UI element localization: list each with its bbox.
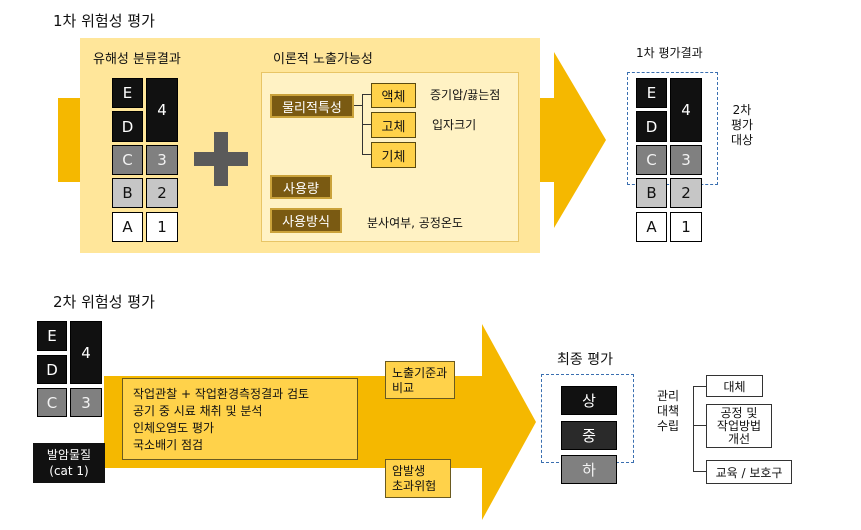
second-letter-e: E [37,321,67,351]
measure-substitution: 대체 [706,375,763,397]
compare-line: 노출기준과 [392,366,448,380]
liquid-note: 증기압/끓는점 [430,88,501,102]
hazard-letter-e: E [112,78,143,108]
risk-line: 암발생 [392,464,426,478]
activity-item: 작업관찰 + 작업환경측정결과 검토 [133,387,310,401]
result-number-3: 3 [670,145,702,175]
section2-title: 2차 위험성 평가 [53,293,155,311]
hazard-number-2: 2 [146,178,178,208]
hazard-number-1: 1 [146,212,178,242]
management-label: 관리 대책 수립 [652,389,684,434]
activities-box: 작업관찰 + 작업환경측정결과 검토 공기 중 시료 채취 및 분석 인체오염도… [122,378,358,460]
theoretical-exposure-label: 이론적 노출가능성 [273,52,373,67]
connector [362,154,371,155]
state-liquid: 액체 [371,83,416,108]
measure-process-improvement: 공정 및 작업방법 개선 [706,404,772,448]
activity-item: 인체오염도 평가 [133,421,215,435]
level-high: 상 [561,386,617,415]
result-letter-c: C [636,145,667,175]
final-title: 최종 평가 [557,352,613,368]
connector [693,386,706,387]
section1-title: 1차 위험성 평가 [53,12,155,30]
result-letter-d: D [636,111,667,142]
result-number-4: 4 [670,78,702,142]
connector [362,94,371,95]
hazard-letter-d: D [112,111,143,142]
usage-amount-box: 사용량 [270,175,332,199]
level-low: 하 [561,455,617,484]
carcinogen-line: (cat 1) [49,464,89,478]
level-medium: 중 [561,421,617,450]
measure-education-ppe: 교육 / 보호구 [706,460,792,484]
method-note: 분사여부, 공정온도 [367,216,463,230]
connector [693,386,694,471]
first-result-title: 1차 평가결과 [636,46,703,60]
carcinogen-line: 발암물질 [46,448,92,462]
hazard-number-4: 4 [146,78,178,142]
mgmt-line: 대책 [656,404,680,418]
state-gas: 기체 [371,142,416,168]
second-letter-c: C [37,388,67,417]
plus-icon [194,132,248,186]
activity-item: 공기 중 시료 채취 및 분석 [133,404,263,418]
mgmt-line: 관리 [656,389,680,403]
note-line: 2차 [732,103,752,117]
second-letter-d: D [37,355,67,384]
second-number-4: 4 [70,321,102,384]
solid-note: 입자크기 [432,118,477,132]
hazard-letter-c: C [112,145,143,175]
carcinogen-box: 발암물질 (cat 1) [33,443,105,483]
state-solid: 고체 [371,112,416,138]
connector [354,105,362,106]
risk-line: 초과위험 [392,479,437,493]
hazard-classification-label: 유해성 분류결과 [93,52,181,67]
result-letter-b: B [636,178,667,208]
activity-item: 국소배기 점검 [133,438,204,452]
hazard-letter-a: A [112,212,143,242]
connector [693,425,706,426]
compare-line: 비교 [392,381,415,395]
connector [362,124,371,125]
result-letter-a: A [636,212,667,242]
connector [693,471,706,472]
note-line: 평가 [730,118,754,132]
hazard-number-3: 3 [146,145,178,175]
mgmt-line: 수립 [656,419,680,433]
second-target-note: 2차 평가 대상 [724,103,760,148]
exposure-compare-box: 노출기준과 비교 [385,361,455,399]
result-letter-e: E [636,78,667,108]
cancer-risk-box: 암발생 초과위험 [385,459,451,498]
hazard-letter-b: B [112,178,143,208]
result-number-1: 1 [670,212,702,242]
note-line: 대상 [730,133,754,147]
result-number-2: 2 [670,178,702,208]
usage-method-box: 사용방식 [270,208,342,233]
second-number-3: 3 [70,388,102,417]
physical-properties-box: 물리적특성 [270,94,354,118]
